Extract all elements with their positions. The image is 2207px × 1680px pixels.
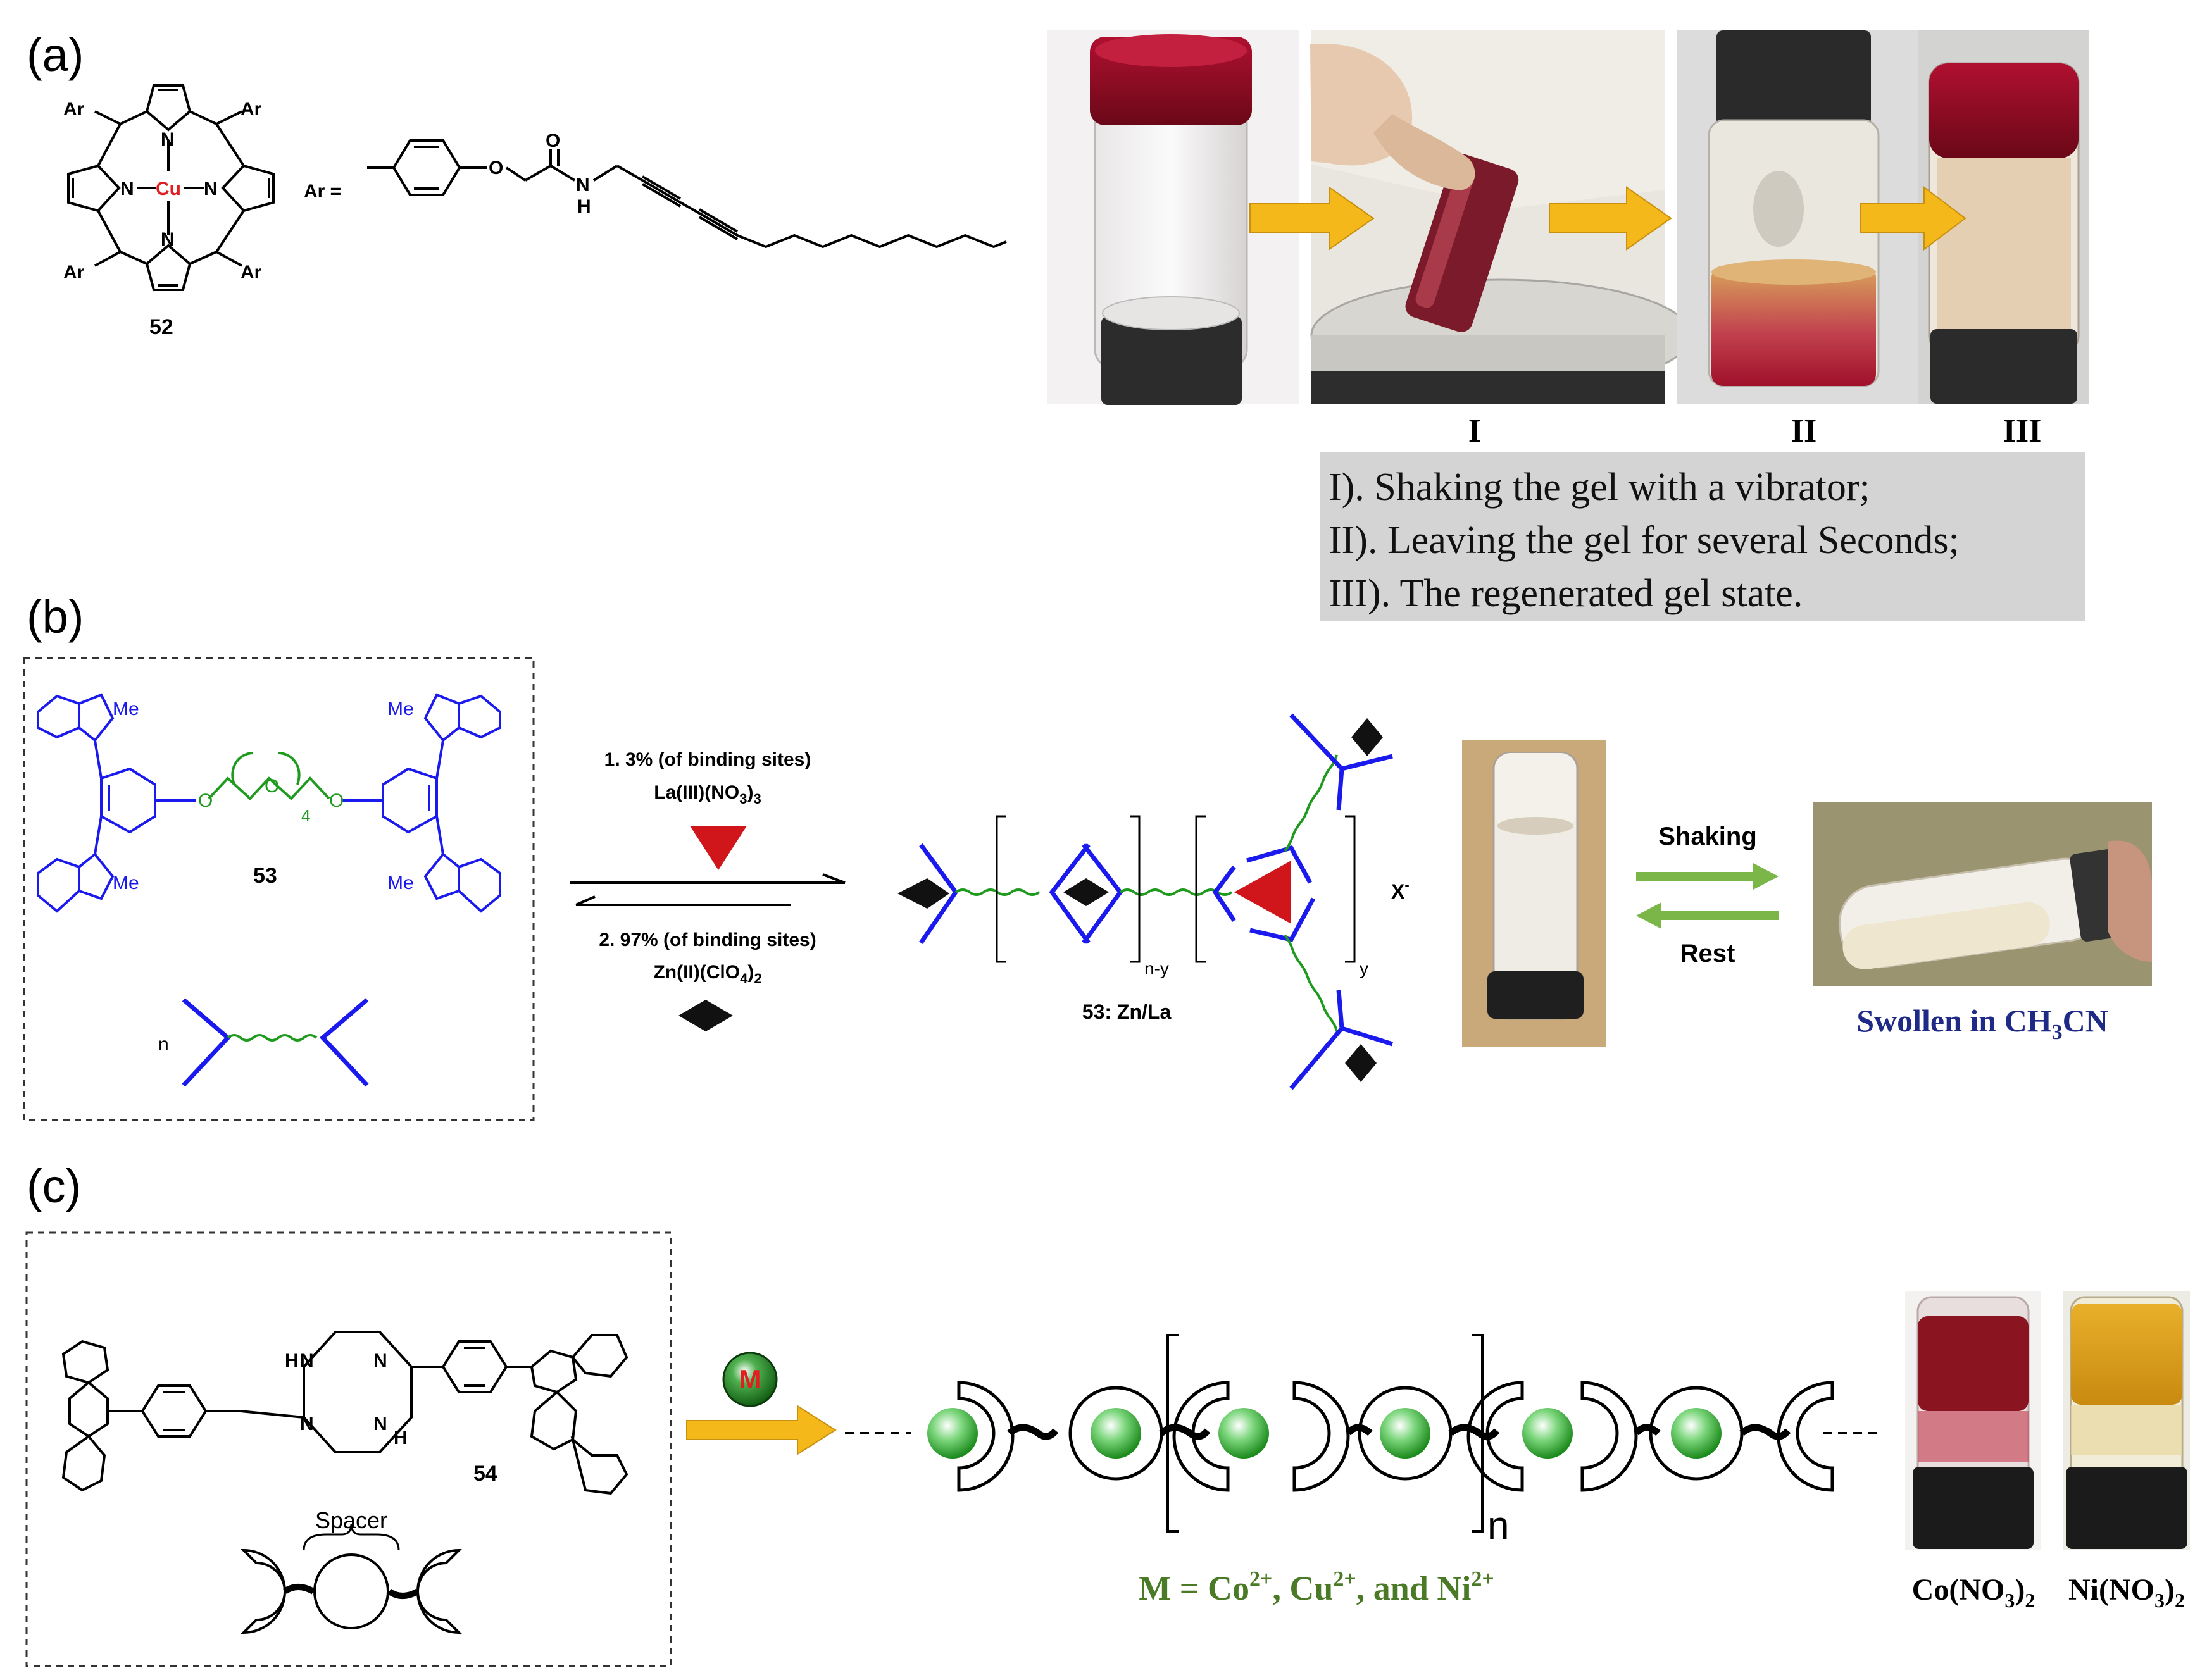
zn-la-polymer-cartoon — [897, 713, 1394, 1090]
cyclam-n-top-right: N — [373, 1350, 387, 1371]
cyclam-h-bottom: H — [394, 1428, 408, 1448]
me-top-right: Me — [387, 699, 414, 719]
bracket-subscript-y: y — [1360, 959, 1368, 978]
panel-label-c: (c) — [27, 1160, 81, 1212]
cobalt-vial-label: Co(NO3)2 — [1912, 1573, 2035, 1612]
peg-oxygen-right: O — [329, 790, 344, 811]
metal-ion-balls — [927, 1408, 1722, 1459]
ditopic-monomer-cartoon — [182, 998, 369, 1087]
ligand-53-structure — [37, 693, 501, 913]
spacer-cartoon — [241, 1548, 462, 1634]
shaking-label: Shaking — [1658, 823, 1757, 850]
peg-linker — [208, 752, 330, 800]
peg-oxygen-left: O — [198, 790, 213, 811]
equilibrium-arrows — [570, 873, 846, 906]
step-label-iii: III — [2003, 413, 2042, 449]
step-label-ii: II — [1791, 413, 1816, 449]
compound-54-label: 54 — [473, 1462, 497, 1486]
arrow-shaking — [1636, 863, 1779, 890]
porphyrin-n-right: N — [204, 178, 218, 199]
caption-line-1: I). Shaking the gel with a vibrator; — [1329, 466, 1870, 509]
polymer-53-label: 53: Zn/La — [1082, 1000, 1172, 1023]
ligand-54-structure — [61, 1331, 628, 1495]
zinc-diamond-icon — [678, 1000, 733, 1031]
peg-oxygen-middle: O — [265, 776, 279, 797]
arrow-to-regenerated — [1860, 185, 1966, 251]
metals-caption: M = Co2+, Cu2+, and Ni2+ — [1139, 1567, 1494, 1607]
arrow-to-liquid — [1549, 186, 1672, 251]
caption-line-3: III). The regenerated gel state. — [1329, 572, 1803, 615]
cyclam-h-top: H — [285, 1350, 299, 1371]
panel-label-a: (a) — [27, 28, 84, 81]
me-bottom-right: Me — [387, 873, 414, 893]
arrow-rest — [1636, 902, 1779, 929]
me-bottom-left: Me — [113, 873, 139, 893]
metal-ion-badge — [722, 1352, 778, 1407]
ligand-53-box — [23, 657, 535, 1121]
monomer-repeat-n: n — [158, 1034, 169, 1055]
ar-top-right: Ar — [241, 99, 262, 120]
cyclam-n-top-left: N — [300, 1350, 314, 1371]
caption-line-2: II). Leaving the gel for several Seconds… — [1329, 519, 1960, 562]
ar-amide-n: N — [576, 175, 590, 196]
porphyrin-metal-cu: Cu — [156, 178, 181, 199]
compound-52-label: 52 — [149, 315, 173, 339]
ar-carbonyl-oxygen: O — [546, 130, 560, 151]
photo-nickel-gel-vial — [2063, 1291, 2190, 1550]
peg-repeat-subscript: 4 — [301, 806, 310, 825]
ligand-54-box — [25, 1231, 672, 1667]
me-top-left: Me — [113, 699, 139, 719]
ar-amide-h: H — [577, 196, 591, 217]
ar-definition: Ar = — [304, 181, 341, 202]
bracket-subscript-n-y: n-y — [1144, 959, 1169, 978]
arrow-metal-addition — [686, 1405, 837, 1455]
spacer-brace — [303, 1523, 400, 1551]
polymer-repeat-n: n — [1487, 1504, 1509, 1548]
arrow-to-shaking — [1249, 186, 1375, 251]
cyclam-n-bottom-right: N — [373, 1414, 387, 1434]
ar-oxygen: O — [489, 158, 503, 178]
step2-condition: 2. 97% (of binding sites) — [599, 930, 816, 950]
photo-cobalt-gel-vial — [1905, 1291, 2041, 1550]
step2-reagent: Zn(II)(ClO4)2 — [653, 962, 761, 986]
panel-label-b: (b) — [27, 590, 84, 643]
porphyrin-n-left: N — [120, 178, 134, 199]
ar-side-chain — [367, 139, 1007, 249]
rest-label: Rest — [1680, 940, 1735, 968]
ar-bottom-right: Ar — [241, 262, 262, 283]
ar-bottom-left: Ar — [63, 262, 85, 283]
panel-a-caption-box: I). Shaking the gel with a vibrator; II)… — [1320, 452, 2085, 621]
nickel-vial-label: Ni(NO3)2 — [2068, 1573, 2185, 1612]
coordination-polymer-chain — [845, 1334, 1883, 1533]
cyclam-n-bottom-left: N — [300, 1414, 314, 1434]
step1-reagent: La(III)(NO3)3 — [654, 782, 761, 807]
porphyrin-structure — [67, 84, 275, 291]
step1-condition: 1. 3% (of binding sites) — [604, 749, 811, 770]
step-label-i: I — [1468, 413, 1481, 449]
counterion-label: X- — [1391, 877, 1410, 903]
compound-53-label: 53 — [253, 864, 277, 888]
porphyrin-n-bottom: N — [161, 229, 175, 250]
photo-swollen-gel — [1813, 802, 2152, 986]
metal-badge-label: M — [739, 1364, 761, 1394]
photo-metallogel-vial — [1462, 740, 1606, 1047]
swollen-caption: Swollen in CH3CN — [1856, 1003, 2108, 1044]
photo-regenerated-gel-vial — [1918, 30, 2089, 404]
porphyrin-n-top: N — [161, 129, 175, 150]
lanthanum-triangle-icon — [690, 826, 747, 870]
ar-top-left: Ar — [63, 99, 85, 120]
